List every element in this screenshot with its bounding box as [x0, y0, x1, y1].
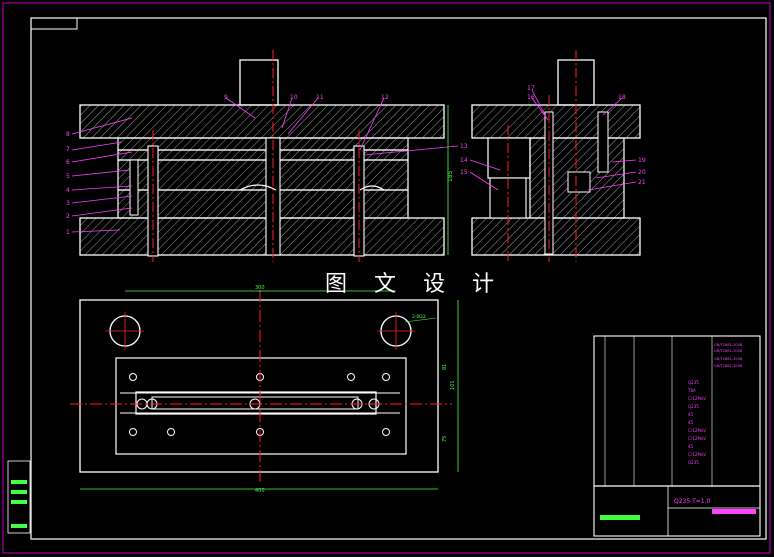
balloon-16: 16 — [527, 94, 535, 101]
front-view: 185 — [79, 50, 454, 262]
dim-front-height: 185 — [447, 170, 454, 182]
balloon-17: 17 — [527, 85, 535, 92]
bom-material-3: Q235 — [688, 404, 699, 409]
balloon-11: 11 — [316, 94, 324, 101]
balloon-20: 20 — [638, 169, 646, 176]
side-view — [471, 50, 641, 262]
balloon-5: 5 — [66, 173, 70, 180]
balloon-2: 2 — [66, 213, 70, 220]
sheet-inner-border — [30, 17, 767, 540]
plan-view: 300 400 81 101 75 2-Ø32 — [70, 285, 459, 494]
balloon-1: 1 — [66, 229, 70, 236]
balloon-6: 6 — [66, 159, 70, 166]
balloon-7: 7 — [66, 146, 70, 153]
bom-material-1: T8A — [687, 388, 696, 393]
bom-standard-2: GB/T2861-2008 — [714, 357, 743, 361]
bom-material-6: Cr12MoV — [688, 428, 706, 433]
balloon-4: 4 — [66, 187, 70, 194]
balloon-15: 15 — [460, 169, 468, 176]
dim-overall-width: 400 — [255, 488, 265, 494]
dim-hole-note: 2-Ø32 — [412, 313, 426, 320]
bottom-plate — [79, 217, 445, 256]
balloon-3: 3 — [66, 200, 70, 207]
bom-material-9: Cr12MoV — [688, 452, 706, 457]
bom-standard-3: GB/T2861-2008 — [714, 364, 743, 368]
bom-material-2: Cr12MoV — [688, 396, 706, 401]
balloon-8: 8 — [66, 131, 70, 138]
top-plate — [79, 104, 445, 139]
bom-standard-1: GB/T2861-2008 — [714, 349, 743, 353]
dim-right-b: 101 — [450, 380, 456, 390]
watermark-text: 图 文 设 计 — [325, 272, 504, 297]
balloon-10: 10 — [290, 94, 298, 101]
balloon-19: 19 — [638, 157, 646, 164]
title-block — [7, 335, 761, 537]
bom-material-5: 45 — [688, 420, 694, 425]
bom-material-4: 45 — [688, 412, 694, 417]
material-spec-label: Q235 T=1.0 — [674, 498, 710, 505]
dim-top-width: 300 — [255, 285, 265, 291]
lower-die-plate-outline — [79, 299, 439, 473]
balloon-12: 12 — [381, 94, 389, 101]
balloon-18: 18 — [618, 94, 626, 101]
leader-lines — [71, 89, 637, 233]
drawing-number-box — [30, 17, 78, 30]
bom-standard-0: GB/T2861-2008 — [714, 343, 743, 347]
dim-right-c: 75 — [442, 436, 448, 442]
balloon-13: 13 — [460, 143, 468, 150]
balloon-14: 14 — [460, 157, 468, 164]
bom-material-8: 45 — [688, 444, 694, 449]
bom-material-10: Q235 — [688, 460, 699, 465]
bom-material-0: Q235 — [688, 380, 699, 385]
balloon-9: 9 — [224, 94, 228, 101]
dim-right-a: 81 — [442, 364, 448, 370]
balloon-21: 21 — [638, 179, 646, 186]
bom-material-7: Cr12MoV — [688, 436, 706, 441]
